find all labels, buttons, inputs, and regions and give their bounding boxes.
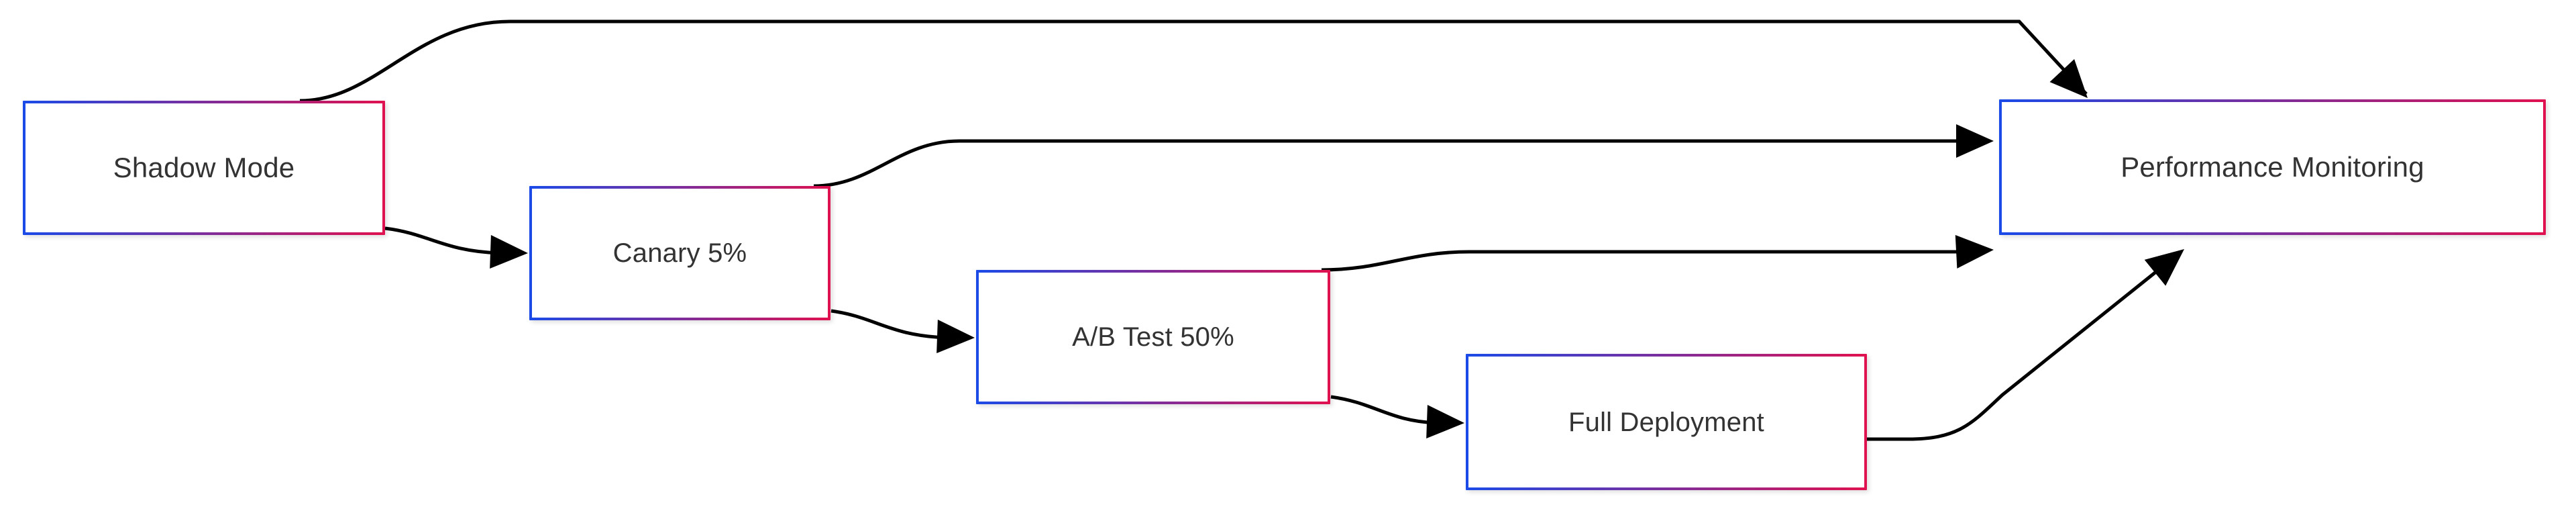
edge-full-deployment-to-performance-arrowhead-icon xyxy=(2144,249,2184,286)
edge-abtest-to-full-deployment-arrowhead-icon xyxy=(1426,405,1464,439)
node-shadow-mode[interactable]: Shadow Mode xyxy=(23,101,385,235)
edge-canary-to-performance xyxy=(813,139,1966,188)
node-label-full-deployment: Full Deployment xyxy=(1568,407,1764,437)
node-label-performance-monitoring: Performance Monitoring xyxy=(2121,150,2424,183)
edge-abtest-to-performance xyxy=(1321,250,1966,272)
edge-canary-to-abtest-arrowhead-icon xyxy=(936,320,975,354)
edge-abtest-to-full-deployment xyxy=(1330,395,1438,425)
node-performance-monitoring[interactable]: Performance Monitoring xyxy=(1999,99,2546,235)
node-label-ab-test: A/B Test 50% xyxy=(1072,322,1234,352)
edge-abtest-to-performance-arrowhead-icon xyxy=(1955,234,1994,269)
edge-shadow-to-performance xyxy=(299,19,2088,103)
edge-shadow-to-canary-arrowhead-icon xyxy=(490,235,528,269)
node-full-deployment[interactable]: Full Deployment xyxy=(1466,354,1867,490)
edge-full-deployment-to-performance xyxy=(1867,262,2168,441)
edge-shadow-to-canary xyxy=(384,226,500,255)
edge-canary-to-performance-arrowhead-icon xyxy=(1956,124,1994,158)
edge-shadow-to-performance-arrowhead-icon xyxy=(2049,58,2088,98)
node-label-canary: Canary 5% xyxy=(612,238,747,268)
node-label-shadow-mode: Shadow Mode xyxy=(113,151,295,183)
node-canary[interactable]: Canary 5% xyxy=(529,186,830,320)
edge-canary-to-abtest xyxy=(830,309,948,340)
node-ab-test[interactable]: A/B Test 50% xyxy=(976,270,1330,404)
